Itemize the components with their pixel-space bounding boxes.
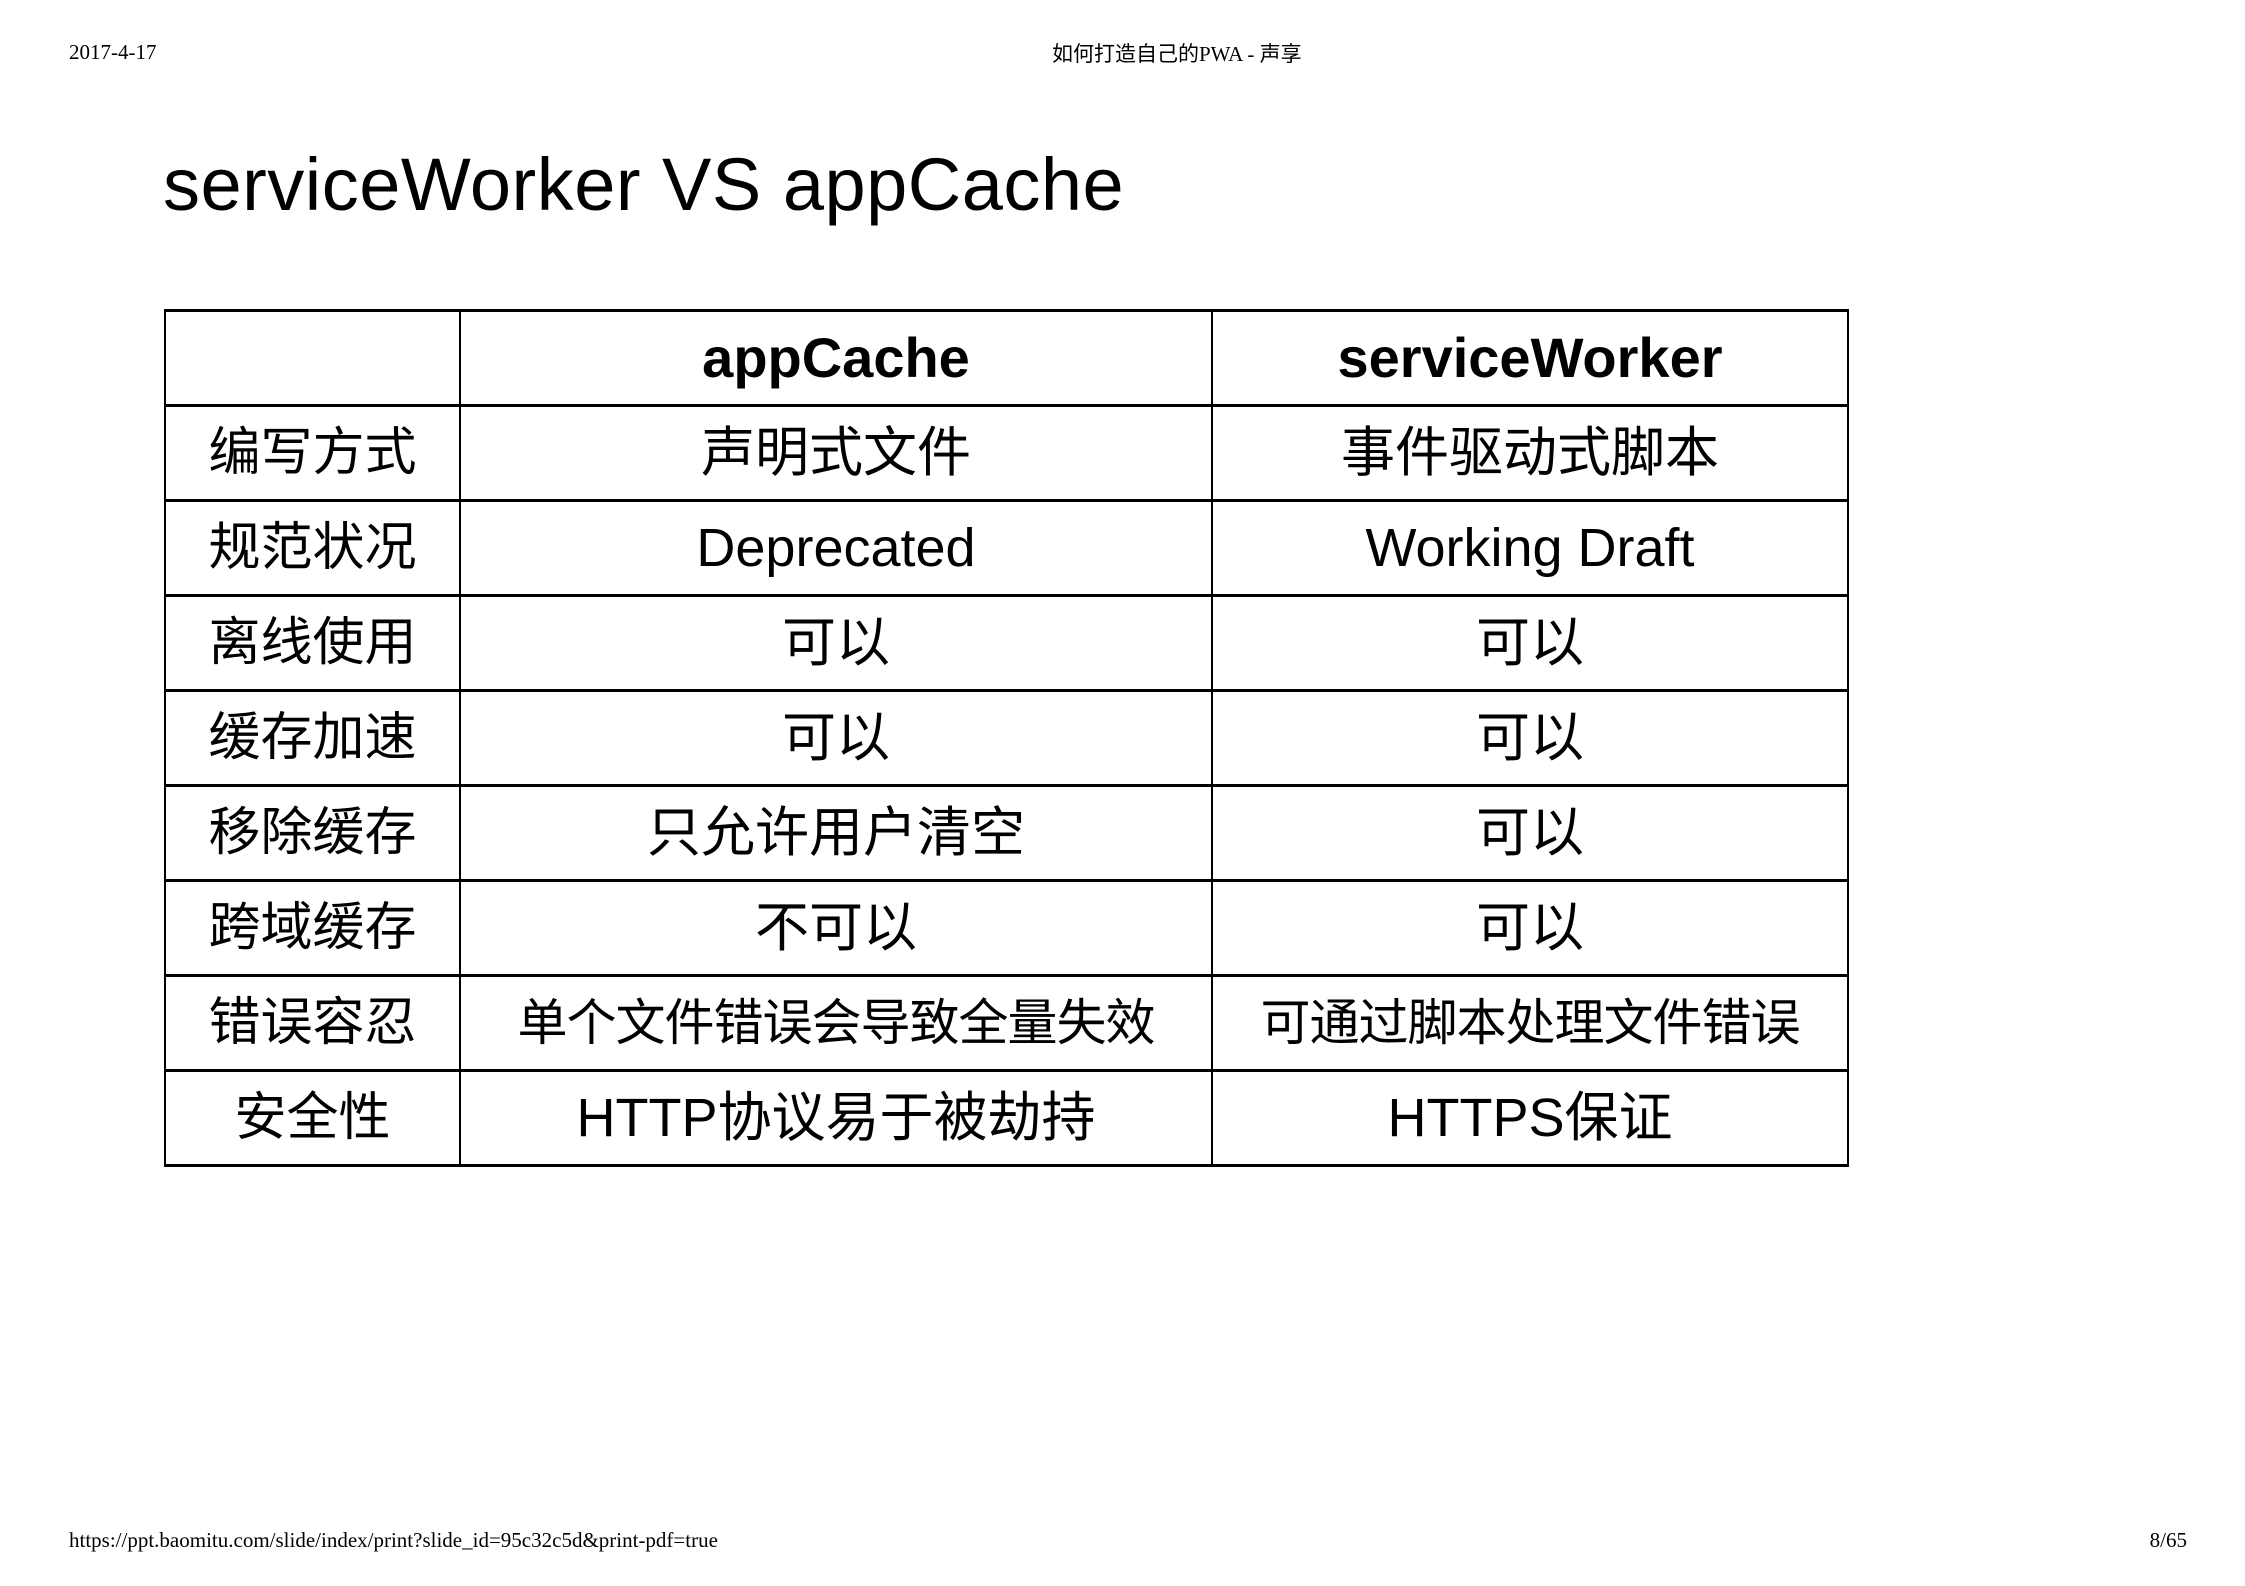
table-row: 移除缓存 只允许用户清空 可以 <box>164 784 1849 882</box>
appcache-cell: 单个文件错误会导致全量失效 <box>459 974 1213 1072</box>
appcache-cell: 可以 <box>459 689 1213 787</box>
table-row: 离线使用 可以 可以 <box>164 594 1849 692</box>
table-row: 跨域缓存 不可以 可以 <box>164 879 1849 977</box>
appcache-cell: 只允许用户清空 <box>459 784 1213 882</box>
table-row: 安全性 HTTP协议易于被劫持 HTTPS保证 <box>164 1069 1849 1167</box>
serviceworker-cell: HTTPS保证 <box>1211 1069 1849 1167</box>
appcache-cell: Deprecated <box>459 499 1213 597</box>
header-feature <box>164 309 461 407</box>
feature-cell: 错误容忍 <box>164 974 461 1072</box>
feature-cell: 缓存加速 <box>164 689 461 787</box>
appcache-cell: 可以 <box>459 594 1213 692</box>
feature-cell: 规范状况 <box>164 499 461 597</box>
slide-title: serviceWorker VS appCache <box>163 143 1125 226</box>
feature-cell: 安全性 <box>164 1069 461 1167</box>
serviceworker-cell: 可以 <box>1211 689 1849 787</box>
table-row: 编写方式 声明式文件 事件驱动式脚本 <box>164 404 1849 502</box>
print-header-title: 如何打造自己的PWA - 声享 <box>1052 42 1302 66</box>
serviceworker-cell: 可以 <box>1211 594 1849 692</box>
appcache-cell: HTTP协议易于被劫持 <box>459 1069 1213 1167</box>
header-serviceworker: serviceWorker <box>1211 309 1849 407</box>
serviceworker-cell: 可通过脚本处理文件错误 <box>1211 974 1849 1072</box>
print-footer-page-number: 8/65 <box>2149 1528 2187 1552</box>
feature-cell: 编写方式 <box>164 404 461 502</box>
feature-cell: 移除缓存 <box>164 784 461 882</box>
table-row: 错误容忍 单个文件错误会导致全量失效 可通过脚本处理文件错误 <box>164 974 1849 1072</box>
table-row: 缓存加速 可以 可以 <box>164 689 1849 787</box>
header-appcache: appCache <box>459 309 1213 407</box>
print-header-date: 2017-4-17 <box>69 40 157 64</box>
appcache-cell: 不可以 <box>459 879 1213 977</box>
table-row: 规范状况 Deprecated Working Draft <box>164 499 1849 597</box>
serviceworker-cell: Working Draft <box>1211 499 1849 597</box>
serviceworker-cell: 可以 <box>1211 879 1849 977</box>
comparison-table: appCache serviceWorker 编写方式 声明式文件 事件驱动式脚… <box>164 309 1849 1167</box>
appcache-cell: 声明式文件 <box>459 404 1213 502</box>
print-footer-url: https://ppt.baomitu.com/slide/index/prin… <box>69 1528 718 1552</box>
feature-cell: 离线使用 <box>164 594 461 692</box>
table-header-row: appCache serviceWorker <box>164 309 1849 407</box>
serviceworker-cell: 事件驱动式脚本 <box>1211 404 1849 502</box>
serviceworker-cell: 可以 <box>1211 784 1849 882</box>
feature-cell: 跨域缓存 <box>164 879 461 977</box>
